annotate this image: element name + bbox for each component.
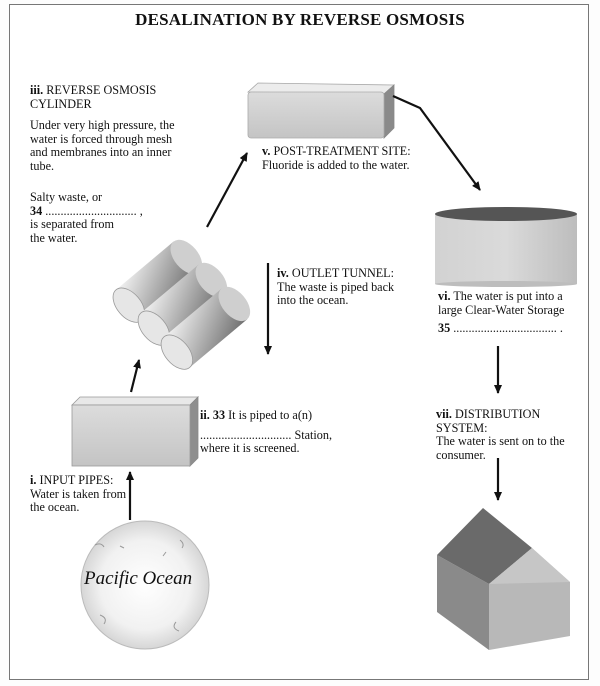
- pacific-ocean-label: Pacific Ocean: [84, 568, 193, 589]
- step-iii-number: iii.: [30, 83, 44, 97]
- diagram-title: DESALINATION BY REVERSE OSMOSIS: [135, 10, 465, 29]
- step-v-heading: POST-TREATMENT SITE:: [273, 144, 411, 158]
- step-i-body: Water is taken from the ocean.: [30, 486, 127, 515]
- step-vii-heading: DISTRIBUTION SYSTEM:: [436, 407, 541, 435]
- step-iii-heading-block: iii. REVERSE OSMOSIS CYLINDER: [30, 83, 190, 111]
- post-treatment-box: [246, 82, 396, 139]
- question-35-blank[interactable]: .................................. .: [453, 321, 563, 335]
- question-33-number: 33: [212, 408, 226, 422]
- posttreatment-to-storage-arrow: [392, 94, 481, 191]
- station-to-cylinder-arrow: [129, 359, 141, 393]
- pacific-ocean-blob: [80, 520, 210, 650]
- step-ii-line3: where it is screened.: [200, 441, 300, 456]
- reverse-osmosis-cylinders: [112, 239, 251, 370]
- step-vi-body: The water is put into a large Clear-Wate…: [438, 289, 565, 317]
- step-vii-block: vii. DISTRIBUTION SYSTEM: The water is s…: [436, 407, 566, 462]
- cylinder-to-posttreatment-arrow: [206, 152, 248, 228]
- step-iv-number: iv.: [277, 266, 289, 280]
- screening-station-box: [71, 396, 199, 467]
- question-34-number: 34: [30, 203, 43, 218]
- clear-water-storage-tank: [435, 207, 577, 287]
- question-35-line: 35 .................................. .: [438, 321, 588, 336]
- step-i-block: i. INPUT PIPES: Water is taken from the …: [30, 473, 140, 515]
- step-vii-number: vii.: [436, 407, 452, 421]
- step-iv-block: iv. OUTLET TUNNEL: The waste is piped ba…: [277, 266, 407, 308]
- consumer-house: [437, 508, 570, 650]
- step-vi-block: vi. The water is put into a large Clear-…: [438, 289, 583, 317]
- question-33-blank[interactable]: .............................. Station,: [200, 427, 333, 442]
- step-v-number: v.: [262, 144, 271, 158]
- step-ii-block: ii. 33 It is piped to a(n) .............…: [200, 408, 350, 456]
- step-iii-waste-block: Salty waste, or 34 .....................…: [30, 190, 200, 245]
- step-v-body: Fluoride is added to the water.: [262, 157, 410, 172]
- question-34-blank[interactable]: .............................. ,: [45, 203, 143, 218]
- step-ii-line1: It is piped to a(n): [228, 408, 313, 422]
- step-iv-heading: OUTLET TUNNEL:: [291, 266, 395, 280]
- question-35-number: 35: [438, 321, 451, 335]
- step-vii-body: The water is sent on to the consumer.: [436, 434, 565, 462]
- step-iii-body: Under very high pressure, the water is f…: [30, 118, 175, 173]
- step-vi-number: vi.: [438, 289, 451, 303]
- step-iv-body: The waste is piped back into the ocean.: [277, 279, 395, 308]
- step-iii-heading: REVERSE OSMOSIS CYLINDER: [30, 83, 157, 111]
- step-iii-waste-intro: Salty waste, or: [30, 190, 103, 204]
- step-iii-waste-after: is separated from the water.: [30, 217, 114, 245]
- step-i-heading: INPUT PIPES:: [39, 473, 114, 487]
- step-ii-number: ii.: [200, 408, 210, 422]
- step-v-block: v. POST-TREATMENT SITE: Fluoride is adde…: [262, 144, 462, 172]
- step-i-number: i.: [30, 473, 37, 487]
